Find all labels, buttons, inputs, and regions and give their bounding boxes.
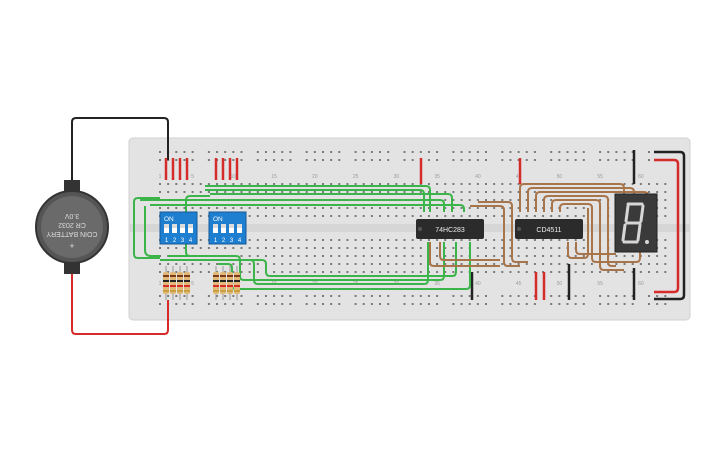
dip-lever[interactable] <box>237 224 242 233</box>
column-number: 55 <box>597 174 603 180</box>
breadboard-center-channel <box>129 224 690 232</box>
chip-74hc283-label: 74HC283 <box>435 227 465 234</box>
column-number: 55 <box>597 281 603 287</box>
column-number: 40 <box>475 174 481 180</box>
battery-plus-symbol: + <box>69 241 74 251</box>
column-number: 60 <box>638 281 644 287</box>
chip-74hc283[interactable]: 74HC283 <box>416 219 484 239</box>
dip-lever-cap <box>213 224 218 228</box>
dip-lever-cap <box>164 224 169 228</box>
dip-pin-number: 3 <box>181 238 185 244</box>
dip-pin-number: 1 <box>214 238 218 244</box>
resistor[interactable] <box>220 266 226 300</box>
dip-lever-cap <box>188 224 193 228</box>
battery-label-line3: 3.0V <box>64 212 79 219</box>
seven-segment-display[interactable]: 8. <box>614 193 658 271</box>
column-number: 1 <box>159 174 162 180</box>
battery-label-line1: COIN BATTERY <box>46 230 97 237</box>
dip-lever[interactable] <box>188 224 193 233</box>
right-rail-wire-black[interactable] <box>654 150 686 301</box>
brown-wires[interactable] <box>429 183 649 271</box>
resistor[interactable] <box>227 266 233 300</box>
resistor[interactable] <box>177 266 183 300</box>
resistor[interactable] <box>163 266 169 300</box>
dip-lever[interactable] <box>221 224 226 233</box>
dip-pin-number: 2 <box>222 238 226 244</box>
dip-pin-number: 4 <box>238 238 242 244</box>
dip-lever-cap <box>172 224 177 228</box>
battery-positive-wire[interactable] <box>71 272 169 335</box>
column-number: 35 <box>434 174 440 180</box>
column-number: 5 <box>191 174 194 180</box>
dip-lever[interactable] <box>229 224 234 233</box>
dip-pin-number: 4 <box>189 238 193 244</box>
column-number: 30 <box>394 174 400 180</box>
column-number: 50 <box>557 281 563 287</box>
column-number: 40 <box>475 281 481 287</box>
column-number: 20 <box>312 174 318 180</box>
column-number: 10 <box>231 281 237 287</box>
dip-lever[interactable] <box>172 224 177 233</box>
battery-label-line2: CR 2032 <box>58 221 86 228</box>
digit-eight-segments <box>621 202 645 244</box>
dip-lever-cap <box>237 224 242 228</box>
decimal-point-segment <box>645 240 649 244</box>
dip-switch-2-on-label: ON <box>213 216 223 223</box>
dip-pin-number: 2 <box>173 238 177 244</box>
resistor[interactable] <box>184 266 190 300</box>
dip-lever[interactable] <box>180 224 185 233</box>
chip-cd4511[interactable]: CD4511 <box>515 219 583 239</box>
dip-pin-number: 1 <box>165 238 169 244</box>
dip-pin-number: 3 <box>230 238 234 244</box>
rail-jumpers-top[interactable] <box>164 150 636 184</box>
coin-battery[interactable]: COIN BATTERY CR 2032 3.0V + <box>35 180 109 274</box>
dip-lever[interactable] <box>164 224 169 233</box>
resistor-bank[interactable] <box>163 266 240 300</box>
column-number: 15 <box>271 174 277 180</box>
right-rail-wire-red[interactable] <box>654 158 680 294</box>
column-number: 10 <box>231 174 237 180</box>
chip-cd4511-label: CD4511 <box>536 227 561 234</box>
resistor[interactable] <box>234 266 240 300</box>
dip-lever-cap <box>221 224 226 228</box>
dip-lever-cap <box>180 224 185 228</box>
column-number: 25 <box>353 174 359 180</box>
column-number: 60 <box>638 174 644 180</box>
battery-negative-wire[interactable] <box>71 117 169 186</box>
resistor[interactable] <box>170 266 176 300</box>
dip-lever[interactable] <box>213 224 218 233</box>
column-number: 35 <box>434 281 440 287</box>
resistor[interactable] <box>213 266 219 300</box>
rail-jumpers-bottom[interactable] <box>470 264 636 300</box>
column-number: 50 <box>557 174 563 180</box>
column-number: 45 <box>516 174 522 180</box>
dip-lever-cap <box>229 224 234 228</box>
column-number: 45 <box>516 281 522 287</box>
dip-switch-1-on-label: ON <box>164 216 174 223</box>
column-number: 5 <box>191 281 194 287</box>
column-number: 1 <box>159 281 162 287</box>
